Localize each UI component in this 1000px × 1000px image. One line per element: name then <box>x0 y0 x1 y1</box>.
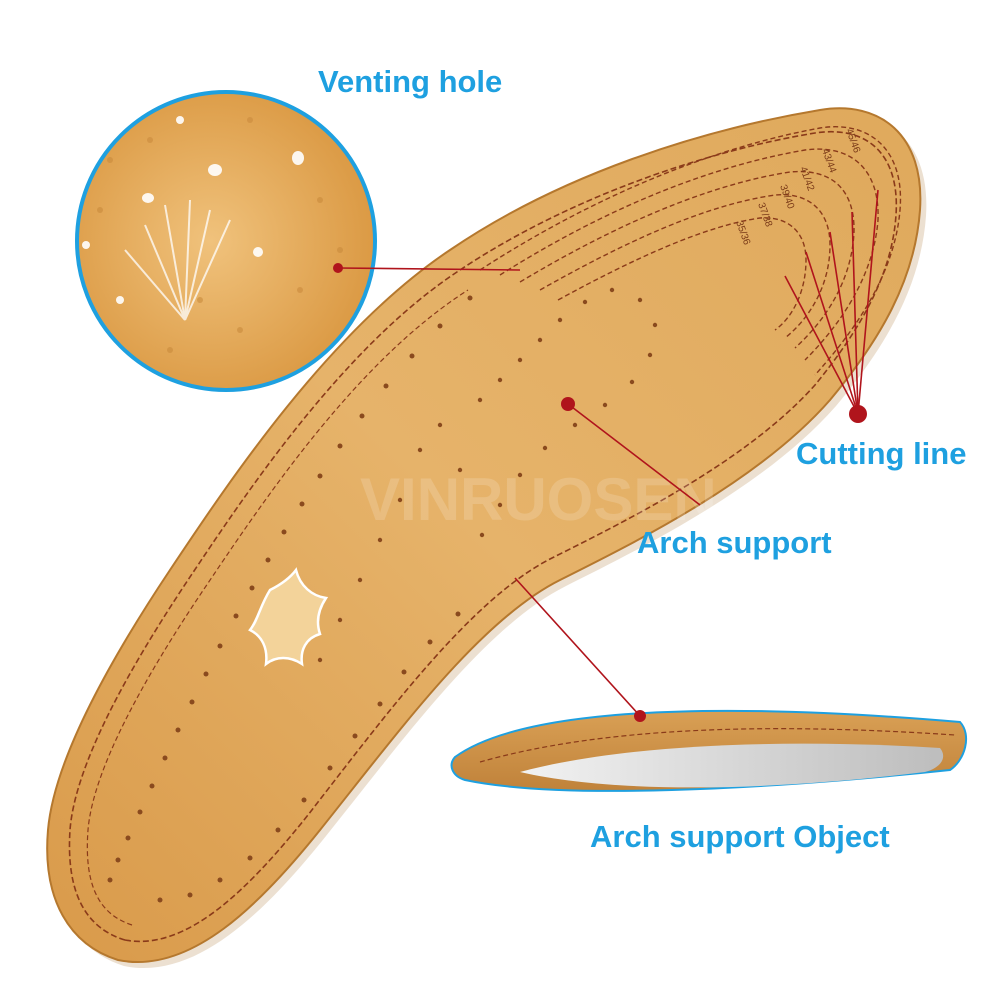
watermark: VINRUOSEN <box>360 466 717 533</box>
leather-symbol-icon <box>248 567 329 667</box>
cutting-line-label: Cutting line <box>796 436 967 471</box>
venting-hole-label: Venting hole <box>318 64 503 99</box>
arch-support-object <box>450 709 968 792</box>
venting-zoom-circle <box>74 89 378 393</box>
leader-dots <box>333 263 867 722</box>
arch-support-object-label: Arch support Object <box>590 819 890 854</box>
leader-lines <box>337 189 879 717</box>
perforations <box>107 287 658 903</box>
arch-support-label: Arch support <box>637 525 832 560</box>
